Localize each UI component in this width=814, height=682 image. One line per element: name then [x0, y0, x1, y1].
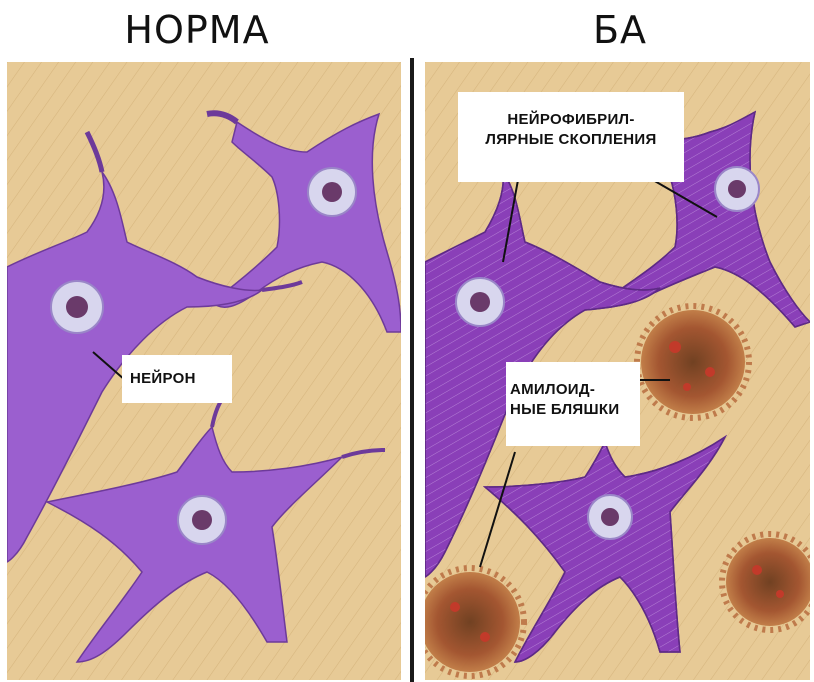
- title-alzheimers: БА: [560, 8, 680, 52]
- title-normal: НОРМА: [112, 8, 282, 52]
- label-tangles-line1: НЕЙРОФИБРИЛ-: [468, 110, 674, 130]
- nucleolus-bottom: [192, 510, 212, 530]
- nucleolus-affected-bottom: [601, 508, 619, 526]
- label-neurofibrillary-tangles: НЕЙРОФИБРИЛ- ЛЯРНЫЕ СКОПЛЕНИЯ: [458, 92, 684, 182]
- nucleolus-affected-top-right: [728, 180, 746, 198]
- nucleolus-affected-left: [470, 292, 490, 312]
- nucleolus-left: [66, 296, 88, 318]
- panel-divider: [410, 58, 414, 682]
- label-plaques-line2: НЫЕ БЛЯШКИ: [510, 400, 636, 420]
- label-tangles-line2: ЛЯРНЫЕ СКОПЛЕНИЯ: [468, 130, 674, 150]
- plaque-bottom-left: [425, 568, 524, 676]
- nucleolus-top-right: [322, 182, 342, 202]
- label-plaques-line1: АМИЛОИД-: [510, 380, 636, 400]
- label-amyloid-plaques: АМИЛОИД- НЫЕ БЛЯШКИ: [506, 362, 640, 446]
- label-neuron: НЕЙРОН: [122, 355, 232, 403]
